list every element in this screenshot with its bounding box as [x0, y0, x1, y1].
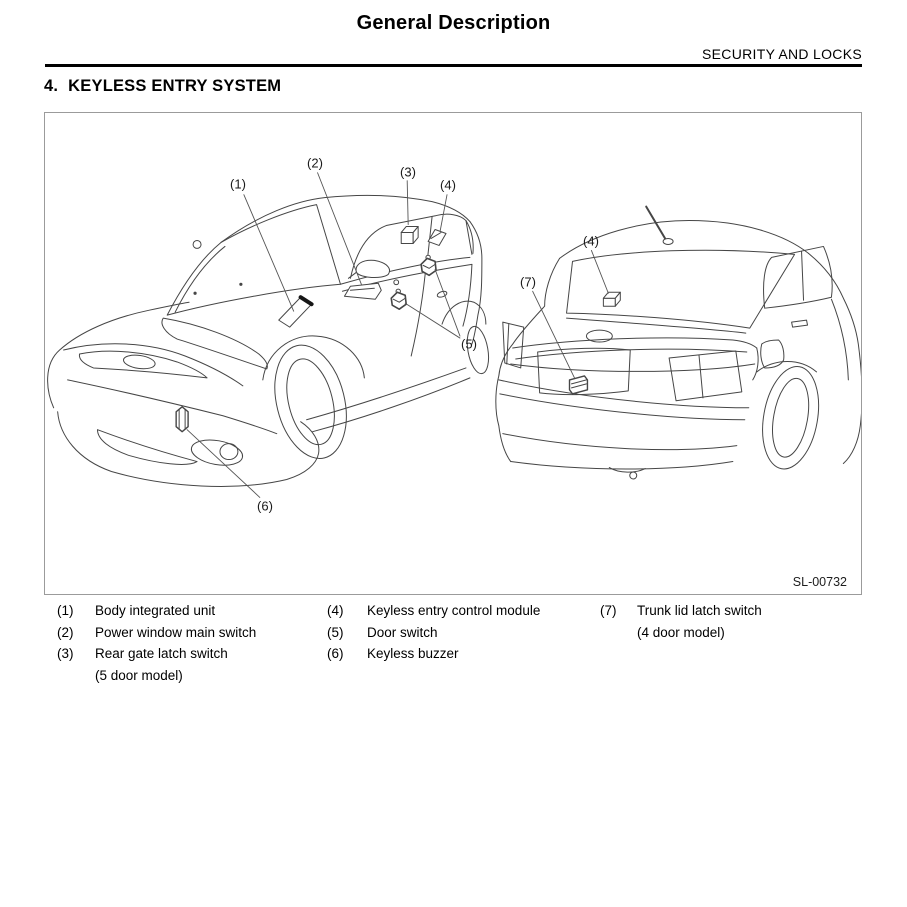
legend-item-number: (5) — [327, 624, 344, 640]
callout-1: (1) — [230, 176, 246, 192]
legend-column-2: (4) Keyless entry control module (5) Doo… — [327, 600, 540, 665]
trunk-lid-latch-switch-marker — [570, 376, 588, 394]
legend-item-label: Body integrated unit — [95, 603, 216, 618]
legend-column-3: (7) Trunk lid latch switch (4 door model… — [600, 600, 762, 643]
callout-3: (3) — [400, 164, 416, 180]
page-title: General Description — [356, 12, 551, 34]
legend-item-2: (2) Power window main switch — [57, 622, 256, 644]
legend-item-label-note: (4 door model) — [637, 624, 725, 640]
legend-item-label: Power window main switch — [95, 624, 257, 640]
door-switch-marker-lower — [391, 289, 406, 309]
keyless-diagram — [45, 113, 861, 594]
keyless-entry-control-module-marker — [428, 230, 446, 246]
leader-lines-rear — [533, 250, 609, 377]
legend-item-3: (3) Rear gate latch switch (5 door model… — [57, 643, 256, 686]
legend-item-label: Keyless buzzer — [367, 646, 459, 661]
section-heading: 4. KEYLESS ENTRY SYSTEM — [44, 77, 281, 96]
legend-item-number: (4) — [327, 603, 344, 618]
door-switch-marker-upper — [421, 255, 436, 275]
rear-gate-latch-switch-marker — [401, 227, 418, 244]
figure-reference-code: SL-00732 — [792, 575, 847, 589]
callout-6: (6) — [257, 498, 273, 514]
legend-item-label: Door switch — [367, 624, 438, 640]
legend-item-4: (4) Keyless entry control module — [327, 600, 540, 622]
legend-item-number: (3) — [57, 646, 74, 661]
legend-item-number: (6) — [327, 646, 344, 661]
car-front-view — [48, 195, 492, 486]
figure-box: (1) (2) (3) (4) (5) (6) (4) (7) SL-00732 — [44, 112, 862, 595]
section-label: SECURITY AND LOCKS — [702, 46, 862, 62]
callout-2: (2) — [307, 155, 323, 171]
callout-7: (7) — [520, 274, 536, 290]
section-heading-number: 4. — [44, 77, 59, 95]
legend-item-number: (7) — [600, 603, 617, 618]
legend-column-1: (1) Body integrated unit (2) Power windo… — [57, 600, 256, 686]
leader-lines-front — [187, 173, 460, 498]
callout-5: (5) — [461, 336, 477, 352]
car-rear-view — [496, 207, 861, 479]
legend-item-1: (1) Body integrated unit — [57, 600, 256, 622]
callout-4-front: (4) — [440, 177, 456, 193]
section-heading-text: KEYLESS ENTRY SYSTEM — [68, 77, 282, 95]
legend-item-number: (1) — [57, 603, 74, 618]
legend-item-label: Keyless entry control module — [367, 603, 541, 618]
header-divider — [45, 64, 862, 67]
callout-4-rear: (4) — [583, 233, 599, 249]
legend-item-5: (5) Door switch — [327, 622, 540, 644]
legend-item-6: (6) Keyless buzzer — [327, 643, 540, 665]
power-window-main-switch-marker — [344, 283, 381, 299]
legend-item-label: Trunk lid latch switch — [637, 603, 762, 618]
legend-item-7: (7) Trunk lid latch switch (4 door model… — [600, 600, 762, 643]
legend-item-label: Rear gate latch switch — [95, 646, 228, 661]
body-integrated-unit-marker — [279, 297, 312, 327]
legend-item-number: (2) — [57, 624, 74, 640]
keyless-buzzer-marker — [176, 407, 188, 432]
legend-item-label-note: (5 door model) — [95, 667, 183, 683]
keyless-entry-control-module-rear-marker — [603, 292, 620, 306]
